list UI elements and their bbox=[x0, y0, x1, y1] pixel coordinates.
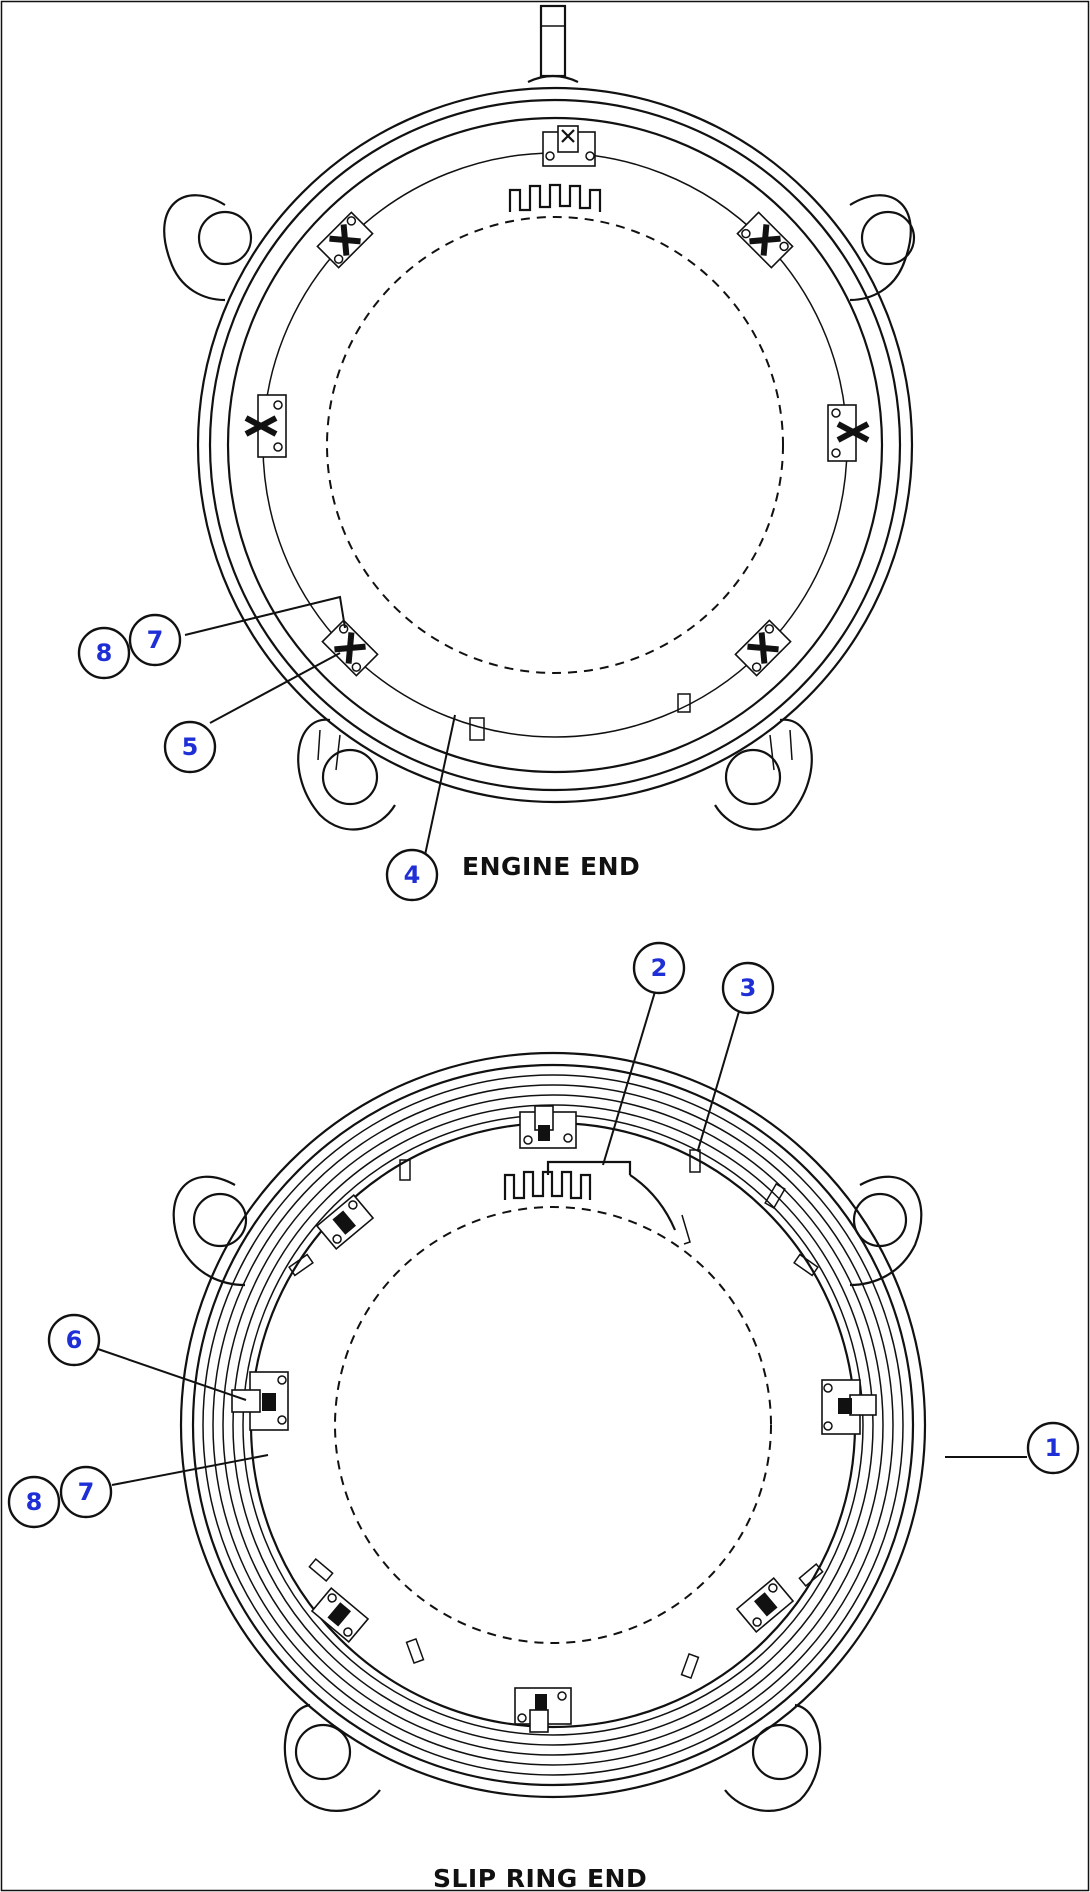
slip-ring-end-ring-6 bbox=[232, 1104, 874, 1746]
callout-2: 2 bbox=[632, 941, 686, 995]
callout-1: 1 bbox=[1026, 1421, 1080, 1475]
svg-text:4: 4 bbox=[404, 861, 421, 889]
callout-7-slip-ring: 7 bbox=[59, 1465, 113, 1519]
engine-end-outer-ring bbox=[196, 86, 914, 804]
slip-ring-end-holder-ul bbox=[315, 1193, 375, 1251]
slip-ring-end-ring-tabs bbox=[288, 1149, 824, 1680]
callout-3: 3 bbox=[721, 961, 775, 1015]
svg-text:2: 2 bbox=[651, 954, 668, 982]
engine-end-holder-top bbox=[542, 125, 596, 167]
engine-end-holder-lr bbox=[734, 619, 792, 677]
callout-5: 5 bbox=[163, 720, 217, 774]
slip-ring-end-holder-left bbox=[231, 1371, 289, 1431]
slip-ring-end-ring-5 bbox=[222, 1094, 884, 1756]
engine-end-holder-right bbox=[827, 404, 870, 462]
callout-7-engine: 7 bbox=[128, 613, 182, 667]
engine-end-holder-ur bbox=[736, 211, 794, 269]
slip-ring-end-holder-lr bbox=[735, 1576, 795, 1634]
slip-ring-end-ring-4 bbox=[212, 1084, 894, 1766]
engine-end-ring-3 bbox=[226, 116, 884, 774]
engine-end-terminal-tabs bbox=[469, 693, 691, 741]
callout-6: 6 bbox=[47, 1313, 101, 1367]
svg-text:1: 1 bbox=[1045, 1434, 1062, 1462]
slip-ring-end-bore-hidden bbox=[334, 1206, 772, 1644]
slip-ring-end-ring-3 bbox=[202, 1074, 904, 1776]
engine-end-bore-hidden bbox=[326, 216, 784, 674]
svg-text:8: 8 bbox=[26, 1488, 43, 1516]
engine-end-ring-2 bbox=[208, 98, 902, 792]
engine-end-holder-ul bbox=[316, 211, 374, 269]
svg-text:5: 5 bbox=[182, 733, 199, 761]
slip-ring-end-holder-top bbox=[519, 1105, 577, 1149]
svg-text:8: 8 bbox=[96, 639, 113, 667]
slip-ring-end-holder-ll bbox=[310, 1586, 370, 1644]
slip-ring-end-outer-ring bbox=[179, 1051, 927, 1799]
engine-end-comb-segment bbox=[508, 183, 602, 212]
lifting-stud bbox=[527, 4, 579, 83]
slip-ring-end-label: SLIP RING END bbox=[433, 1864, 647, 1892]
svg-text:6: 6 bbox=[66, 1326, 83, 1354]
svg-text:7: 7 bbox=[78, 1478, 95, 1506]
slip-ring-end-view: 2 3 1 6 8 7 SLIP RING END bbox=[7, 941, 1080, 1892]
svg-text:7: 7 bbox=[147, 626, 164, 654]
engine-end-view: 8 7 5 4 ENGINE END bbox=[77, 4, 916, 902]
engine-end-mounting-ears bbox=[163, 194, 916, 831]
slip-ring-end-leaders bbox=[94, 984, 1027, 1486]
slip-ring-end-holder-bottom bbox=[514, 1687, 572, 1733]
slip-ring-end-mounting-ears bbox=[172, 1175, 923, 1812]
slip-ring-end-ring-2 bbox=[191, 1063, 915, 1787]
slip-ring-end-holder-right bbox=[821, 1379, 877, 1435]
callout-8-slip-ring: 8 bbox=[7, 1475, 61, 1529]
engine-end-label: ENGINE END bbox=[462, 852, 640, 881]
engine-end-holder-left bbox=[244, 394, 287, 458]
svg-text:3: 3 bbox=[740, 974, 757, 1002]
engine-end-leaders bbox=[184, 595, 456, 856]
engine-end-holder-ll bbox=[321, 619, 379, 677]
slip-ring-end-comb-segment bbox=[503, 1160, 691, 1245]
callout-4: 4 bbox=[385, 848, 439, 902]
callout-8-engine: 8 bbox=[77, 626, 131, 680]
